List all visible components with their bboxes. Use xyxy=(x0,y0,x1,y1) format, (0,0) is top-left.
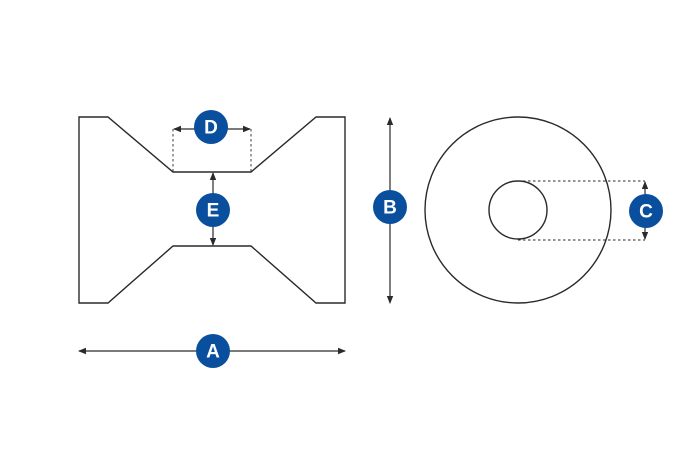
roller-side-profile xyxy=(78,116,346,304)
badge-c-circle xyxy=(629,194,663,228)
badge-b-label: B xyxy=(383,198,397,219)
roller-end-view xyxy=(424,116,645,304)
badge-c-label: C xyxy=(639,202,653,223)
badge-a: A xyxy=(196,334,230,368)
badge-a-circle xyxy=(196,334,230,368)
badge-d-circle xyxy=(194,110,228,144)
badge-c: C xyxy=(629,194,663,228)
badge-d: D xyxy=(194,110,228,144)
badge-b-circle xyxy=(373,190,407,224)
badge-a-label: A xyxy=(206,342,220,363)
badge-d-label: D xyxy=(204,118,218,139)
badge-e: E xyxy=(196,193,230,227)
badge-b: B xyxy=(373,190,407,224)
badge-e-circle xyxy=(196,193,230,227)
roller-side-outline xyxy=(78,116,346,304)
roller-outer-circle xyxy=(424,116,612,304)
roller-bore-circle xyxy=(488,180,548,240)
badge-e-label: E xyxy=(207,201,220,222)
